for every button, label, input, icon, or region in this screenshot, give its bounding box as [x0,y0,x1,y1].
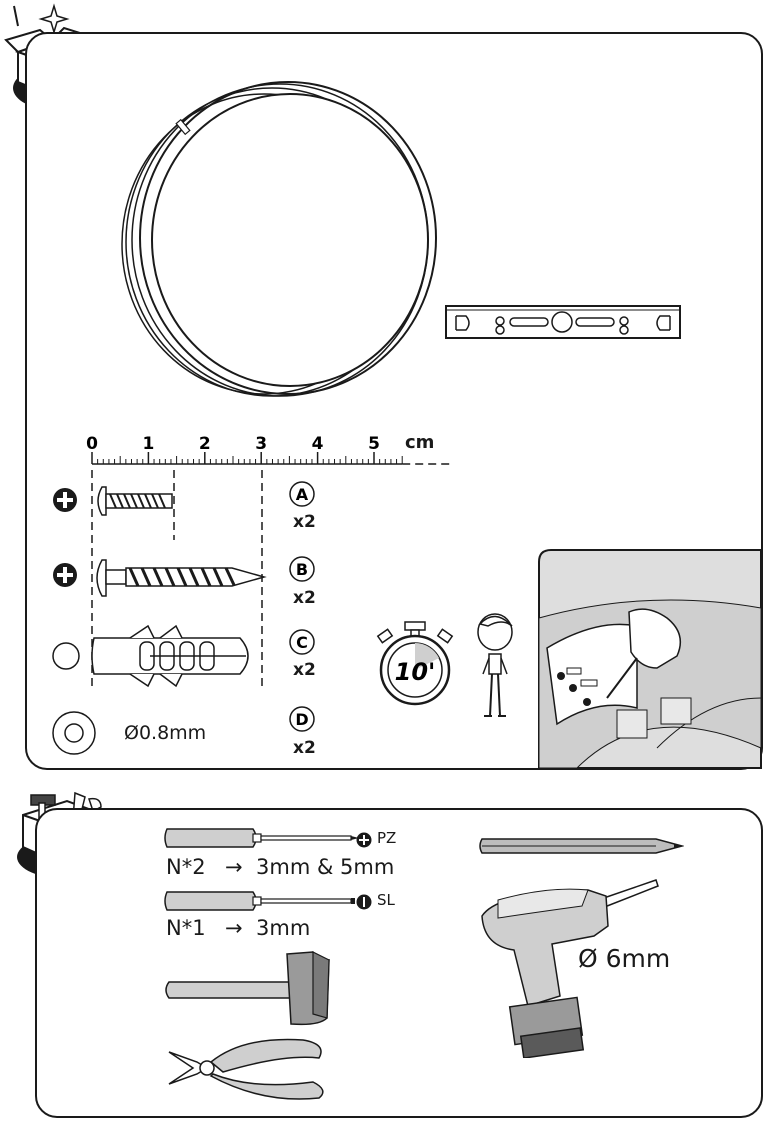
washer-spec: Ø0.8mm [124,722,207,744]
pz-label: PZ [377,829,397,847]
phillips-head-icon [356,832,372,848]
drill-illustration [481,879,659,1058]
one-person-icon [477,613,513,717]
part-b-qty: x2 [293,588,316,608]
empty-circle-icon [52,642,80,670]
pencil-illustration [479,838,684,854]
pz-arrow: → [225,855,243,879]
part-letter-d: D [289,706,315,732]
part-a-qty: x2 [293,512,316,532]
screwdriver-pz [164,828,359,848]
pliers-illustration [168,1038,324,1100]
part-a-label: A [296,485,309,504]
ruler-tick-label: 3 [255,434,267,454]
part-c-qty: x2 [293,660,316,680]
ruler-tick-label: 4 [312,434,324,454]
sl-sizes: 3mm [256,916,311,940]
phillips-head-icon [53,563,77,587]
ruler-tick-label: 0 [86,434,98,454]
sl-arrow: → [225,916,243,940]
mounting-bracket [445,305,681,339]
slotted-head-icon [356,894,372,910]
washer-icon [52,711,96,755]
part-c-label: C [296,633,308,652]
sl-spec: N*1 [166,916,206,940]
screw-b [96,559,267,597]
ruler-tick-label: 1 [142,434,154,454]
assembly-time: 10' [395,658,436,686]
ruler-unit: cm [405,432,435,453]
phillips-head-icon [53,488,77,512]
part-letter-b: B [289,556,315,582]
part-letter-a: A [289,481,315,507]
pz-spec: N*2 [166,855,206,879]
sl-label: SL [377,891,395,909]
measure-guides [91,470,263,688]
screw-a [97,486,173,516]
hammer-illustration [165,951,330,1026]
drill-bit-size: Ø 6mm [578,944,671,973]
measuring-ruler: 0 1 2 3 4 5 [86,434,452,465]
tools-panel [35,808,763,1118]
ruler-tick-label: 2 [199,434,211,454]
part-letter-c: C [289,629,315,655]
part-d-label: D [295,710,308,729]
stopwatch-icon: 10' [376,621,454,706]
part-d-qty: x2 [293,738,316,758]
ruler-tick-label: 5 [368,434,380,454]
round-lamp-illustration [121,81,437,397]
installation-inset [538,549,762,769]
screwdriver-sl [164,891,355,911]
part-b-label: B [296,560,308,579]
wall-plug-c [91,624,249,688]
pz-sizes: 3mm & 5mm [256,855,395,879]
